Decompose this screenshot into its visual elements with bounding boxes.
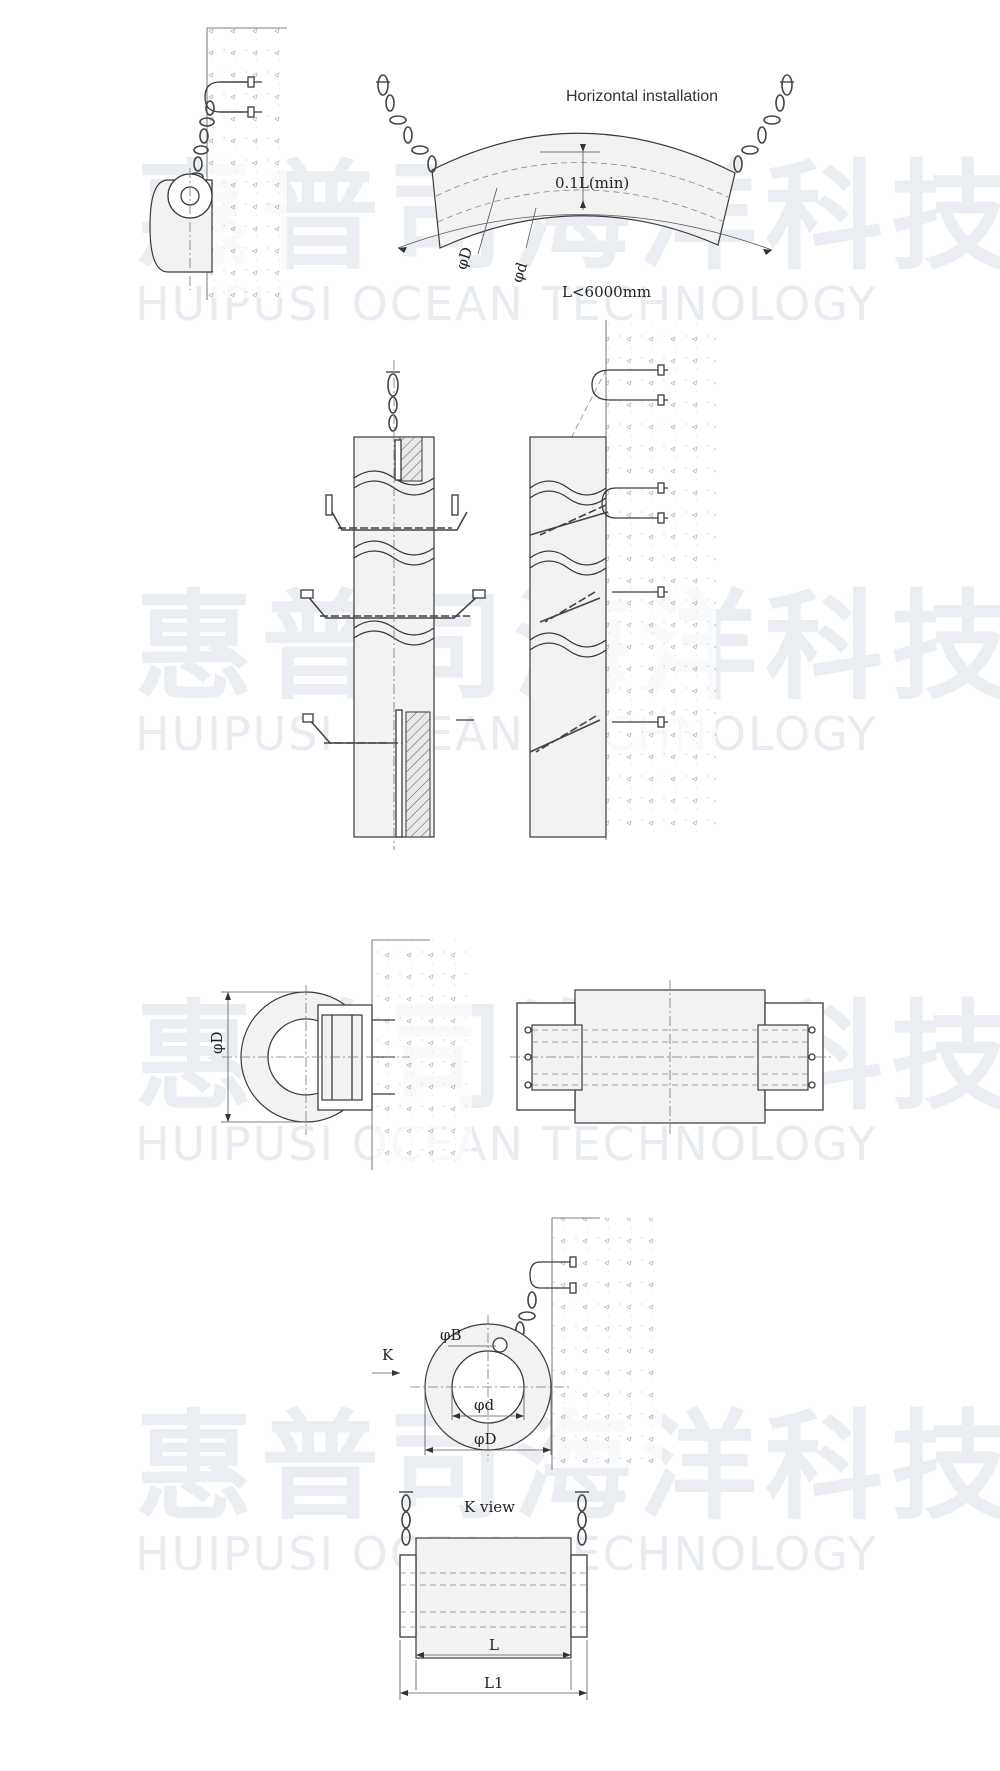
bracket-front-view: [510, 980, 832, 1135]
label-L1: L1: [484, 1674, 504, 1692]
horizontal-installation-view: Horizontal installation 0.1L(min): [376, 74, 794, 301]
label-phi-D-end: φD: [474, 1430, 497, 1448]
k-view: K view L L1: [399, 1491, 589, 1700]
watermark-en-3: HUIPUSI OCEAN TECHNOLOGY: [135, 1117, 878, 1171]
label-min-clearance: 0.1L(min): [555, 174, 629, 192]
watermark-en-2: HUIPUSI OCEAN TECHNOLOGY: [135, 707, 878, 761]
label-phi-D-side: φD: [208, 1031, 226, 1054]
label-phi-d: φd: [508, 260, 531, 285]
label-phi-B: φB: [440, 1326, 462, 1344]
horizontal-installation-title: Horizontal installation: [566, 88, 718, 105]
label-k-arrow: K: [382, 1346, 394, 1364]
label-phi-d-end: φd: [474, 1396, 495, 1414]
end-view-hanging: K φB φd φD: [372, 1217, 662, 1470]
side-view-hanging-fender: [149, 27, 287, 300]
label-k-view: K view: [464, 1498, 515, 1516]
vertical-installation-front: [300, 360, 486, 850]
bracket-side-view: φD: [208, 939, 472, 1170]
label-length-limit: L<6000mm: [562, 283, 651, 301]
label-L: L: [489, 1636, 499, 1654]
vertical-installation-side: [529, 320, 716, 840]
